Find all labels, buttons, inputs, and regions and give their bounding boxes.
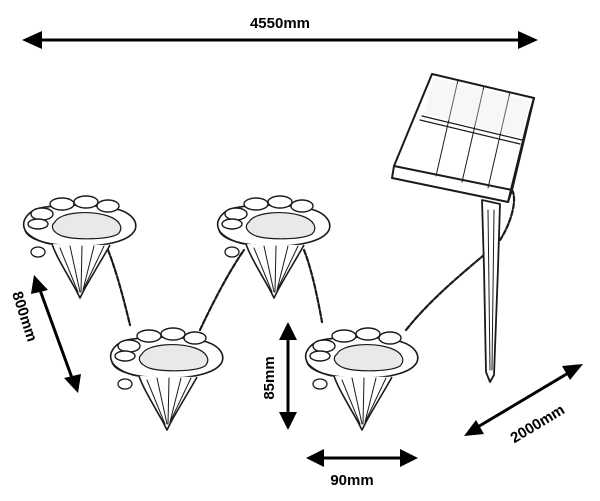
arrowhead-left bbox=[306, 449, 324, 467]
total-length-label: 4550mm bbox=[250, 15, 310, 32]
solar-panel bbox=[391, 73, 535, 383]
arrowhead-right bbox=[400, 449, 418, 467]
arrowhead-right bbox=[562, 364, 583, 380]
panel-cable-dimension: 2000mm bbox=[464, 364, 583, 447]
light-width-dimension: 90mm bbox=[306, 449, 418, 489]
paw-light-3 bbox=[216, 195, 331, 299]
light-height-dimension: 85mm bbox=[261, 322, 297, 430]
light-spacing-dimension: 800mm bbox=[8, 275, 81, 393]
arrowhead-top bbox=[31, 275, 48, 294]
arrowhead-left bbox=[22, 31, 42, 49]
paw-light-2 bbox=[109, 327, 224, 431]
panel-cable-label: 2000mm bbox=[508, 401, 568, 446]
light-width-label: 90mm bbox=[330, 472, 373, 489]
light-spacing-label: 800mm bbox=[8, 289, 40, 343]
arrowhead-bottom bbox=[64, 374, 81, 393]
connecting-cable bbox=[106, 248, 492, 332]
light-height-label: 85mm bbox=[261, 356, 278, 399]
arrowhead-left bbox=[464, 420, 484, 436]
arrowhead-right bbox=[518, 31, 538, 49]
arrowhead-top bbox=[279, 322, 297, 340]
arrowhead-bottom bbox=[279, 412, 297, 430]
paw-light-4 bbox=[304, 327, 419, 431]
total-length-dimension: 4550mm bbox=[22, 15, 538, 49]
